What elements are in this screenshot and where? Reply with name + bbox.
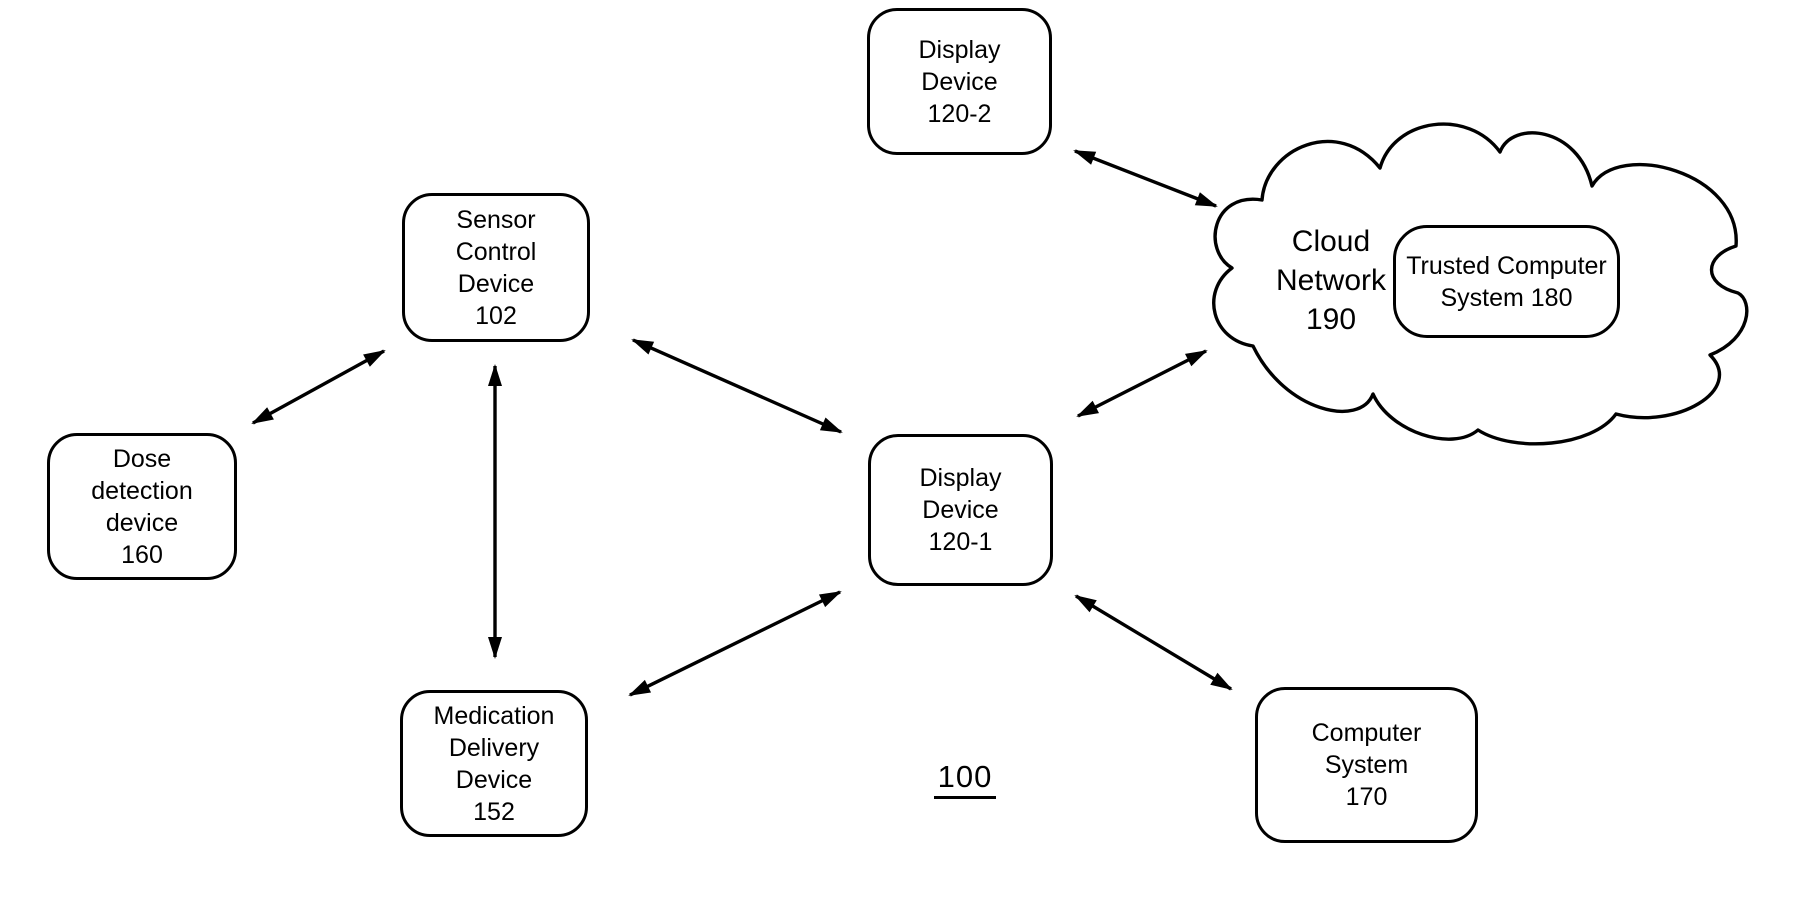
node-label-line: Delivery — [448, 733, 540, 762]
node-label-line: 102 — [475, 301, 517, 330]
node-label-line: Dose — [112, 444, 172, 473]
node-label-line: 120-1 — [928, 528, 993, 556]
arrow-display-120-1-to-computer-system — [1074, 594, 1233, 691]
node-label-line: 120-2 — [927, 99, 992, 128]
node-label-line: Trusted Computer — [1406, 251, 1607, 280]
node-dose-detection-device-160: Dose detection device 160 — [47, 433, 237, 580]
node-computer-system-170: Computer System 170 — [1255, 687, 1478, 843]
node-sensor-control-device-102: Sensor Control Device 102 — [402, 193, 590, 342]
node-label-line: Device — [457, 269, 535, 298]
arrow-display-120-1-to-cloud — [1076, 349, 1208, 418]
node-label-line: System — [1324, 751, 1409, 779]
node-label-line: Device — [922, 496, 999, 524]
arrow-dose-to-sensor — [251, 349, 386, 425]
cloud-label-line: Cloud — [1291, 225, 1371, 258]
cloud-label-line: Network — [1275, 264, 1387, 297]
cloud-label-line: 190 — [1305, 303, 1357, 336]
node-label-line: Sensor — [456, 205, 536, 234]
node-label-line: 170 — [1345, 783, 1388, 811]
node-label-line: detection — [91, 476, 193, 505]
node-label-line: 160 — [121, 540, 163, 569]
node-label-line: Computer — [1311, 719, 1422, 747]
arrow-sensor-to-display-120-1 — [631, 338, 843, 434]
node-trusted-computer-system-180: Trusted Computer System 180 — [1393, 225, 1620, 338]
node-display-device-120-1: Display Device 120-1 — [868, 434, 1053, 586]
node-label-line: Display — [919, 464, 1002, 492]
figure-label-container: 100 — [900, 760, 1030, 799]
node-label-line: Display — [918, 35, 1001, 64]
node-label-line: Medication — [433, 701, 555, 730]
node-label-line: Device — [455, 765, 533, 794]
node-medication-delivery-device-152: Medication Delivery Device 152 — [400, 690, 588, 837]
node-label-line: device — [105, 508, 179, 537]
node-display-device-120-2: Display Device 120-2 — [867, 8, 1052, 155]
node-label-line: 152 — [473, 797, 515, 826]
figure-label: 100 — [933, 760, 997, 799]
node-label-line: Control — [455, 237, 537, 266]
node-label-line: Device — [921, 67, 998, 96]
node-label-line: System 180 — [1440, 283, 1573, 312]
arrow-display-120-2-to-cloud — [1073, 149, 1218, 208]
cloud-network-label: Cloud Network 190 — [1248, 222, 1414, 339]
arrow-medication-to-display-120-1 — [628, 590, 842, 697]
